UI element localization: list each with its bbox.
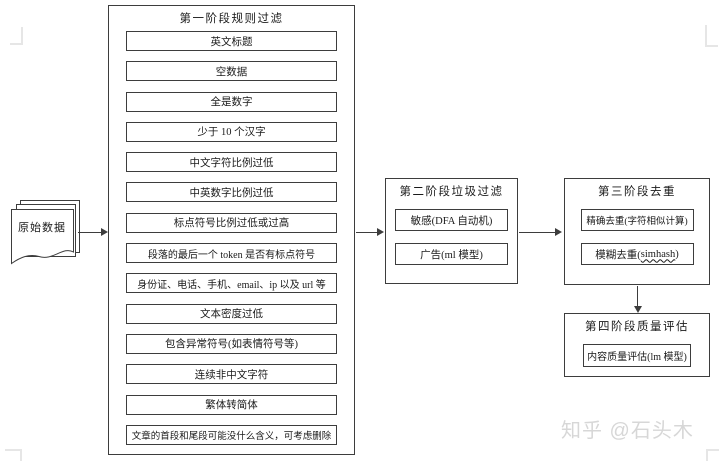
zhihu-watermark: 知乎 @石头木 [561, 420, 694, 442]
stage4-items: 内容质量评估(lm 模型) [565, 335, 709, 376]
simhash-text: simhash [640, 248, 676, 260]
arrow-source-to-stage1 [78, 228, 108, 236]
stage1-item-head-tail-para: 文章的首段和尾段可能没什么含义，可考虑删除 [126, 424, 337, 445]
stage4-title: 第四阶段质量评估 [585, 321, 689, 333]
stage1-item-cn-ratio-low: 中文字符比例过低 [126, 152, 337, 173]
fuzzy-dedup-suffix: ) [675, 248, 679, 260]
stage2-items: 敏感(DFA 自动机) 广告(ml 模型) [386, 200, 517, 283]
crop-mark-bottom-right [706, 449, 719, 461]
stage1-item-text-density: 文本密度过低 [126, 303, 337, 324]
arrow-stage3-to-stage4 [633, 286, 642, 313]
stage1-item-cn-en-ratio-low: 中英数字比例过低 [126, 182, 337, 203]
stage1-item-pii: 身份证、电话、手机、email、ip 以及 url 等 [126, 273, 337, 294]
arrow-stage1-to-stage2 [356, 228, 384, 236]
stage3-dedup-box: 第三阶段去重 精确去重(字符相似计算) 模糊去重(simhash) [564, 178, 710, 285]
stage3-items: 精确去重(字符相似计算) 模糊去重(simhash) [565, 200, 709, 284]
stage3-title: 第三阶段去重 [598, 186, 676, 198]
crop-mark-bottom-left [5, 449, 22, 461]
stage1-item-non-cn-run: 连续非中文字符 [126, 364, 337, 385]
stage1-rule-filter-box: 第一阶段规则过滤 英文标题 空数据 全是数字 少于 10 个汉字 中文字符比例过… [108, 5, 355, 455]
stage2-item-sensitive: 敏感(DFA 自动机) [395, 209, 508, 231]
arrow-stage2-to-stage3 [519, 228, 562, 236]
fuzzy-dedup-prefix: 模糊去重( [595, 249, 641, 261]
stage1-item-last-token: 段落的最后一个 token 是否有标点符号 [126, 243, 337, 264]
stage4-item-quality-eval: 内容质量评估(lm 模型) [583, 344, 691, 367]
stage3-item-fuzzy-dedup: 模糊去重(simhash) [580, 243, 694, 265]
raw-data-source: 原始数据 [9, 194, 87, 270]
stage2-spam-filter-box: 第二阶段垃圾过滤 敏感(DFA 自动机) 广告(ml 模型) [385, 178, 518, 284]
crop-mark-top-right [705, 25, 718, 47]
stage1-item-empty-data: 空数据 [126, 61, 337, 82]
crop-mark-top-left [10, 27, 23, 45]
stage1-item-english-title: 英文标题 [126, 31, 337, 51]
stage1-items: 英文标题 空数据 全是数字 少于 10 个汉字 中文字符比例过低 中英数字比例过… [109, 27, 354, 454]
stage1-title: 第一阶段规则过滤 [179, 13, 284, 25]
stage3-item-exact-dedup: 精确去重(字符相似计算) [580, 209, 694, 231]
stage1-item-all-digits: 全是数字 [126, 91, 337, 112]
stage1-item-abnormal-symbol: 包含异常符号(如表情符号等) [126, 333, 337, 354]
stage1-item-few-hanzi: 少于 10 个汉字 [126, 121, 337, 142]
stage1-item-trad-to-simp: 繁体转简体 [126, 394, 337, 415]
stage1-item-punct-ratio: 标点符号比例过低或过高 [126, 212, 337, 233]
raw-data-label: 原始数据 [18, 222, 66, 234]
document-stack-icon [11, 200, 80, 265]
stage2-item-ads: 广告(ml 模型) [395, 243, 508, 265]
stage2-title: 第二阶段垃圾过滤 [399, 186, 504, 198]
stage4-quality-box: 第四阶段质量评估 内容质量评估(lm 模型) [564, 313, 710, 377]
